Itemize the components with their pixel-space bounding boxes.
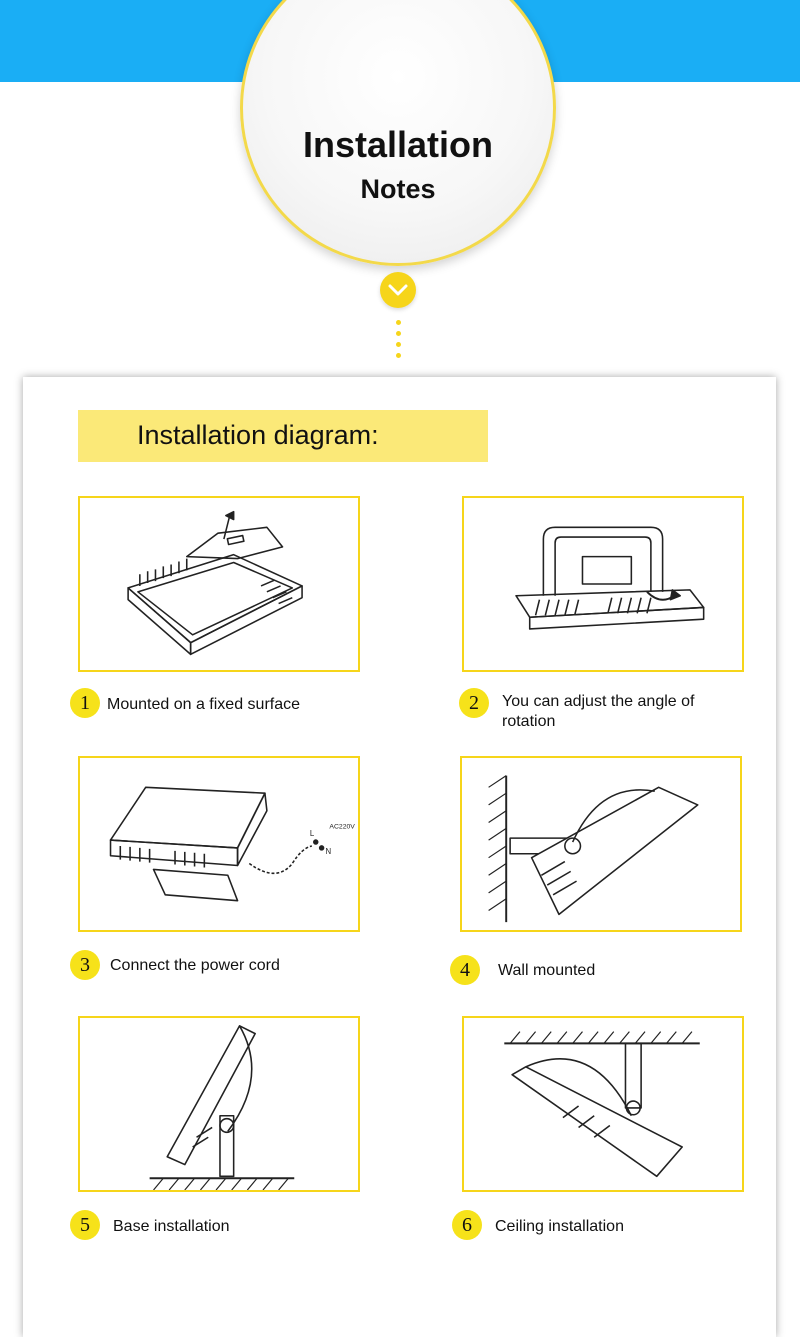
diagram-adjust-angle: [462, 496, 744, 672]
page-subtitle: Notes: [360, 174, 436, 204]
connector-dot: [396, 331, 401, 336]
wire-label-l: L: [310, 829, 315, 838]
step-number-3: 3: [70, 950, 100, 980]
step-caption-5: Base installation: [113, 1218, 230, 1235]
connector-dot: [396, 320, 401, 325]
diagram-fixed-surface: [78, 496, 360, 672]
section-heading-box: Installation diagram:: [78, 410, 488, 462]
connector-dot: [396, 353, 401, 358]
step-caption-4: Wall mounted: [498, 962, 596, 979]
step-number-2: 2: [459, 688, 489, 718]
step-number-4: 4: [450, 955, 480, 985]
step-caption-2: You can adjust the angle of rotation: [502, 693, 695, 730]
step-number-1: 1: [70, 688, 100, 718]
voltage-label: AC220V: [329, 823, 355, 830]
page-title: Installation: [302, 124, 494, 165]
chevron-down-icon: [388, 284, 408, 296]
step-caption-6: Ceiling installation: [495, 1218, 624, 1235]
diagram-wall-mounted: [460, 756, 742, 932]
expand-button[interactable]: [380, 272, 416, 308]
step-caption-1: Mounted on a fixed surface: [107, 696, 301, 713]
hero-circle: [240, 0, 556, 266]
wire-label-n: N: [326, 847, 332, 856]
diagram-ceiling-installation: [462, 1016, 744, 1192]
step-number-5: 5: [70, 1210, 100, 1240]
diagram-base-installation: [78, 1016, 360, 1192]
step-number-6: 6: [452, 1210, 482, 1240]
connector-dot: [396, 342, 401, 347]
section-heading: Installation diagram:: [137, 420, 379, 450]
step-caption-3: Connect the power cord: [110, 957, 280, 974]
diagram-power-cord: L N AC220V: [78, 756, 360, 932]
